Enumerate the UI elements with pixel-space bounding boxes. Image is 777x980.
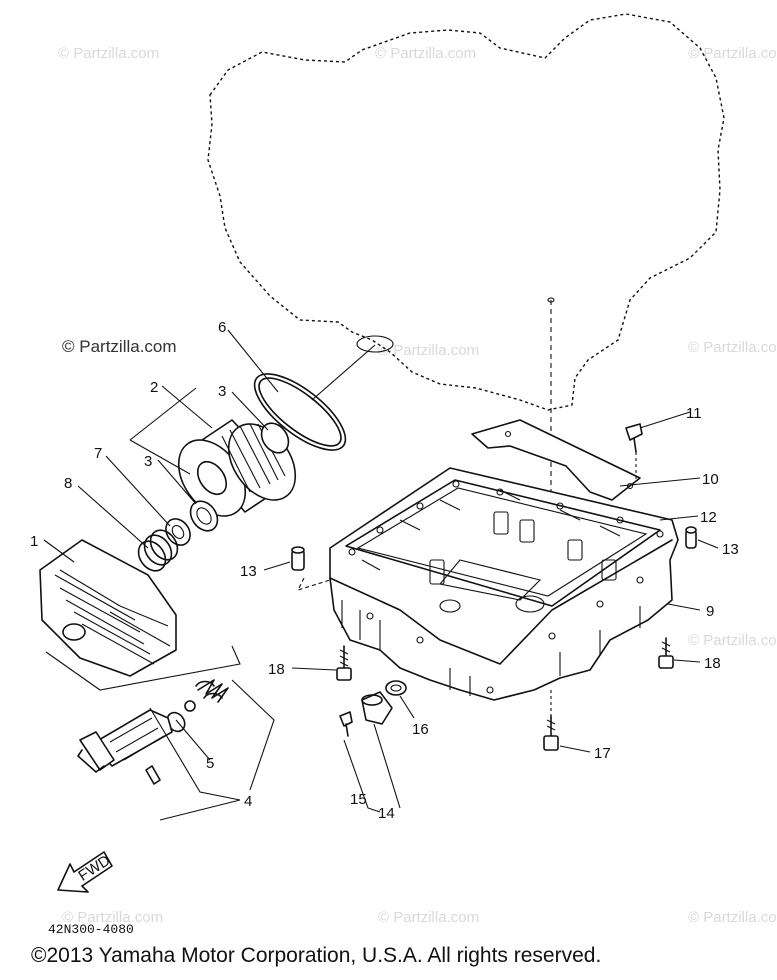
watermark: © Partzilla.com	[62, 909, 163, 926]
spring-8	[137, 529, 179, 572]
watermark: © Partzilla.com	[688, 45, 777, 62]
label-7: 7	[94, 445, 102, 462]
gasket-hole	[504, 430, 512, 438]
dowel-13-right	[685, 526, 697, 549]
leader-bracket-5	[175, 679, 275, 791]
oil-pan	[329, 467, 679, 701]
bolt-17	[543, 690, 559, 751]
label-2: 2	[150, 379, 158, 396]
washer-7	[165, 518, 191, 546]
fwd-label: FWD	[75, 852, 113, 885]
gasket-hole	[626, 482, 634, 490]
watermark: © Partzilla.com	[688, 909, 777, 926]
bolt-18-right	[658, 637, 674, 669]
watermark: © Partzilla.com	[375, 45, 476, 62]
oil-filter-element	[177, 419, 297, 517]
label-18-right: 18	[704, 655, 721, 672]
engine-outline	[207, 13, 725, 411]
label-5: 5	[206, 755, 214, 772]
watermark-main: © Partzilla.com	[62, 337, 177, 356]
diagram-code: 42N300-4080	[48, 922, 134, 937]
label-1: 1	[30, 533, 38, 550]
oil-filter-cover	[39, 539, 177, 677]
fwd-arrow: FWD	[57, 851, 114, 893]
leader-bracket-cover	[45, 645, 241, 691]
screw-11	[625, 423, 643, 480]
drain-plug-assembly	[339, 680, 407, 737]
label-10: 10	[702, 471, 719, 488]
label-16: 16	[412, 721, 429, 738]
leader-bracket-2	[129, 387, 197, 475]
bolt-18-left	[336, 645, 352, 681]
o-ring-centerline	[311, 344, 376, 401]
engine-hole	[547, 297, 555, 303]
watermark: © Partzilla.com	[378, 909, 479, 926]
label-8: 8	[64, 475, 72, 492]
o-ring-6-inner	[258, 377, 342, 447]
callout-labels: 1 2 3 3 4 5 6 7 8 9 10 11 12 13 13 14 15…	[30, 319, 739, 822]
label-4: 4	[244, 793, 252, 810]
o-ring-3-hole	[196, 507, 212, 525]
label-18-left: 18	[268, 661, 285, 678]
leader-bracket-4	[149, 707, 241, 821]
watermark: © Partzilla.com	[58, 45, 159, 62]
label-13-left: 13	[240, 563, 257, 580]
engine-oil-boss	[356, 335, 394, 353]
gasket-10	[471, 419, 641, 501]
label-13-right: 13	[722, 541, 739, 558]
watermark: © Partzilla.com	[378, 342, 479, 359]
label-3-upper: 3	[218, 383, 226, 400]
relief-valve-assembly	[77, 679, 229, 785]
label-3-lower: 3	[144, 453, 152, 470]
label-6: 6	[218, 319, 226, 336]
washer-7-hole	[171, 525, 185, 539]
leader-bracket-14	[343, 723, 401, 813]
watermark: © Partzilla.com	[688, 632, 777, 649]
watermark: © Partzilla.com	[688, 339, 777, 356]
dowel-13-left	[291, 546, 305, 571]
o-ring-6	[253, 373, 347, 451]
leader-lines	[43, 329, 719, 753]
label-15: 15	[350, 791, 367, 808]
gasket-16	[385, 680, 407, 696]
copyright-notice: ©2013 Yamaha Motor Corporation, U.S.A. A…	[31, 944, 602, 967]
label-17: 17	[594, 745, 611, 762]
dowel-leader	[296, 577, 331, 591]
label-12: 12	[700, 509, 717, 526]
label-11: 11	[686, 405, 702, 422]
label-14: 14	[378, 805, 395, 822]
o-ring-3-upper	[260, 422, 290, 454]
cover-bolt-boss	[62, 623, 86, 641]
watermark-group: © Partzilla.com © Partzilla.com © Partzi…	[58, 45, 777, 926]
label-9: 9	[706, 603, 714, 620]
